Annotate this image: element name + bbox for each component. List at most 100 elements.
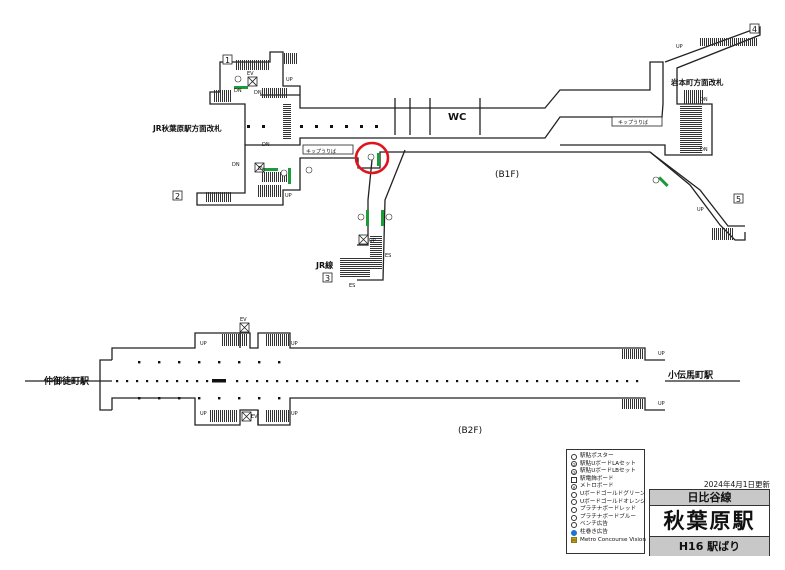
legend-item: 駅電飾ボード xyxy=(571,476,644,484)
gate-jr xyxy=(247,125,378,128)
station-title-box: 日比谷線 秋葉原駅 H16 駅ばり xyxy=(649,489,770,556)
legend-item: 駅貼ポスター xyxy=(571,453,644,461)
column-dot xyxy=(606,380,609,383)
legend-item: 柱巻き広告 xyxy=(571,529,644,537)
stairs xyxy=(622,349,644,359)
column-dot xyxy=(326,380,329,383)
dn-label: DN xyxy=(262,142,270,148)
legend-symbol-icon xyxy=(571,529,577,536)
gate-jr-label: JR秋葉原駅方面改札 xyxy=(152,123,222,133)
column-dot xyxy=(136,380,139,383)
dn-label: DN xyxy=(254,90,262,96)
ticket-label-2: キップうりば xyxy=(618,119,648,126)
column-dot xyxy=(556,380,559,383)
legend-label: 駅貼UボードLAセット xyxy=(580,460,636,467)
column-dot xyxy=(466,380,469,383)
ev-label: EV xyxy=(258,166,265,172)
column-dot xyxy=(506,380,509,383)
column-dot xyxy=(516,380,519,383)
column-dot xyxy=(266,380,269,383)
column-dot xyxy=(636,380,639,383)
column-dot xyxy=(586,380,589,383)
up-label: UP xyxy=(291,411,298,417)
exit-4: 4 xyxy=(752,25,757,34)
exit-5: 5 xyxy=(736,195,741,204)
column-dot xyxy=(316,380,319,383)
stairs xyxy=(222,334,248,346)
legend-symbol-icon: ✕ xyxy=(571,484,577,491)
es-label: ES xyxy=(349,283,355,289)
column-dot xyxy=(496,380,499,383)
stairs xyxy=(283,53,297,64)
column-dot xyxy=(426,380,429,383)
column-dot xyxy=(406,380,409,383)
legend-label: Uボードゴールドオレンジ xyxy=(580,498,646,505)
exit-1: 1 xyxy=(225,56,230,65)
east-station-label: 小伝馬町駅 xyxy=(667,369,714,381)
up-label: UP xyxy=(200,411,207,417)
legend-label: プラチナボードレッド xyxy=(580,506,636,513)
elevator xyxy=(239,322,252,422)
stairs xyxy=(213,90,231,102)
gate-iwamoto-label: 岩本町方面改札 xyxy=(670,77,724,87)
center-columns xyxy=(116,380,639,383)
column-dot xyxy=(526,380,529,383)
column-dot xyxy=(376,380,379,383)
legend-label: ベンチ広告 xyxy=(580,521,608,528)
legend-label: Metro Concourse Vision xyxy=(580,536,646,543)
column-dot xyxy=(346,380,349,383)
up-label: UP xyxy=(286,77,293,83)
column-dot xyxy=(566,380,569,383)
up-label: UP xyxy=(658,351,665,357)
ev-label: EV xyxy=(240,317,247,323)
column-dot xyxy=(356,380,359,383)
stairs xyxy=(258,185,282,197)
legend-symbol-icon xyxy=(571,453,577,460)
up-label: UP xyxy=(676,44,683,50)
column-dot xyxy=(366,380,369,383)
legend-symbol-icon: ② xyxy=(571,461,577,468)
legend-symbol-icon xyxy=(571,476,577,483)
jr-line-label: JR線 xyxy=(315,260,333,270)
column-dot xyxy=(336,380,339,383)
legend-symbol-icon xyxy=(571,491,577,498)
legend-symbol-icon xyxy=(571,499,577,506)
stairs xyxy=(205,192,231,202)
up-label: UP xyxy=(369,238,376,244)
stairs xyxy=(283,104,291,139)
column-dot xyxy=(186,380,189,383)
column-dot xyxy=(196,380,199,383)
legend-symbol-icon xyxy=(571,506,577,513)
ticket-machines xyxy=(302,144,354,155)
column-dot xyxy=(246,380,249,383)
column-dot xyxy=(306,380,309,383)
exit-3: 3 xyxy=(325,274,330,283)
stairs xyxy=(210,410,238,422)
column-dot xyxy=(396,380,399,383)
wc-label: WC xyxy=(448,112,466,123)
column-dot xyxy=(236,380,239,383)
poster-markers xyxy=(234,75,660,221)
stairs xyxy=(265,410,289,422)
advertising-boards xyxy=(234,86,669,226)
column-dot xyxy=(616,380,619,383)
stairs xyxy=(265,334,289,346)
column-dot xyxy=(166,380,169,383)
elevator xyxy=(247,76,369,245)
column-dot xyxy=(416,380,419,383)
column-dot xyxy=(476,380,479,383)
b1f-floor-label: (B1F) xyxy=(495,170,519,180)
legend-label: 駅貼UボードLBセット xyxy=(580,468,636,475)
up-label: UP xyxy=(200,341,207,347)
column-dot xyxy=(386,380,389,383)
legend-label: プラチナボードブルー xyxy=(580,513,636,520)
stairs xyxy=(712,228,734,240)
ev-label: EV xyxy=(251,414,258,420)
legend-item: Uボードゴールドグリーン xyxy=(571,491,645,499)
exit-2: 2 xyxy=(175,192,180,201)
